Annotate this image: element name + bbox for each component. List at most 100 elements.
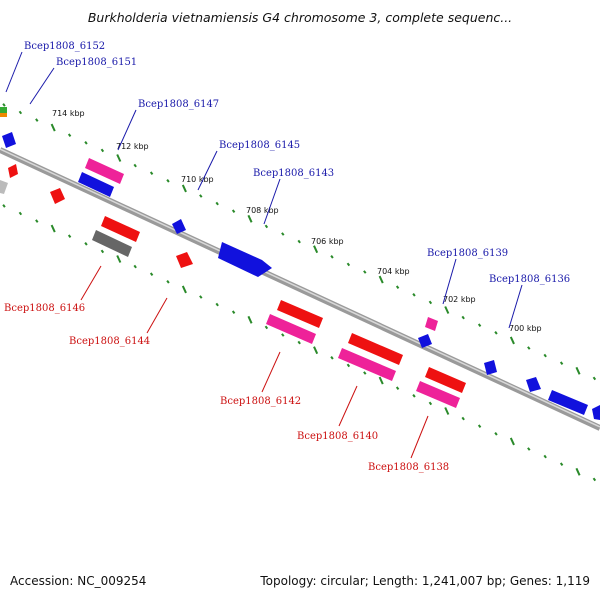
gene-block[interactable]	[78, 172, 114, 197]
gene-arrow[interactable]	[176, 252, 193, 268]
outer-track-tick	[50, 123, 56, 132]
inner-track-tick	[2, 204, 6, 208]
gene-block[interactable]	[0, 180, 8, 194]
gene-label-forward[interactable]: Bcep1808_6145	[219, 140, 300, 151]
outer-track-tick	[297, 239, 301, 244]
gene-label-forward[interactable]: Bcep1808_6151	[56, 57, 137, 68]
inner-track-tick	[199, 295, 203, 299]
inner-track-tick	[592, 477, 597, 482]
gene-block[interactable]	[218, 242, 272, 277]
inner-track-tick	[428, 401, 433, 406]
gene-label-reverse[interactable]: Bcep1808_6144	[69, 336, 150, 347]
chromosome-backbone-highlight	[0, 148, 600, 428]
gene-arrow[interactable]	[484, 360, 497, 375]
gene-block[interactable]	[85, 158, 124, 184]
outer-track-tick	[199, 194, 203, 198]
outer-track-tick	[378, 275, 384, 284]
gene-arrow[interactable]	[172, 219, 186, 234]
inner-track-tick	[18, 211, 23, 216]
gene-block[interactable]	[266, 314, 316, 344]
gene-block[interactable]	[425, 367, 466, 393]
gene-label-forward[interactable]: Bcep1808_6147	[138, 99, 219, 110]
gene-block[interactable]	[338, 348, 396, 381]
gene-label-reverse[interactable]: Bcep1808_6142	[220, 396, 301, 407]
inner-track-tick	[166, 280, 170, 284]
outer-track-tick	[313, 245, 319, 254]
gene-block[interactable]	[348, 333, 403, 365]
gene-arrow[interactable]	[526, 377, 541, 392]
gene-label-forward[interactable]: Bcep1808_6136	[489, 274, 570, 285]
tick-label: 700 kbp	[509, 324, 542, 333]
outer-track-tick	[461, 315, 465, 320]
outer-track-tick	[444, 306, 450, 314]
outer-track-tick	[149, 171, 154, 175]
inner-track-tick	[575, 467, 581, 476]
tick-label: 714 kbp	[52, 109, 85, 118]
outer-track-tick	[231, 209, 236, 213]
gene-arrow[interactable]	[50, 188, 65, 204]
gene-arrow[interactable]	[8, 164, 18, 178]
inner-track-tick	[67, 234, 72, 238]
inner-track-tick	[346, 363, 351, 368]
gene-arrow[interactable]	[592, 405, 600, 420]
label-leader-line	[146, 297, 168, 334]
forward-strand-genes	[0, 107, 600, 420]
tick-label: 712 kbp	[116, 142, 149, 151]
outer-track-tick	[559, 361, 564, 365]
inner-track-tick	[461, 416, 465, 421]
outer-track-tick	[543, 353, 547, 358]
outer-track-tick	[412, 293, 416, 297]
inner-track-tick	[50, 224, 56, 233]
gene-fragment[interactable]	[0, 113, 7, 117]
inner-track-tick	[84, 242, 88, 246]
label-leader-line	[197, 150, 218, 191]
inner-track-tick	[363, 371, 367, 375]
outer-track-tick	[494, 331, 498, 335]
outer-track-tick	[84, 141, 88, 145]
gene-label-forward[interactable]: Bcep1808_6143	[253, 168, 334, 179]
inner-track-tick	[543, 454, 547, 459]
map-title: Burkholderia vietnamiensis G4 chromosome…	[87, 10, 513, 25]
inner-track-tick	[494, 432, 498, 436]
inner-track-tick	[330, 356, 334, 360]
gene-label-reverse[interactable]: Bcep1808_6140	[297, 431, 378, 442]
inner-track-tick	[395, 386, 400, 390]
gene-block[interactable]	[101, 216, 140, 242]
outer-track-tick	[363, 270, 367, 274]
outer-track-tick	[477, 323, 482, 327]
gene-block[interactable]	[277, 300, 323, 328]
outer-track-tick	[133, 163, 137, 168]
label-leader-line	[410, 415, 429, 459]
gene-block[interactable]	[416, 381, 460, 408]
outer-track-tick	[100, 148, 105, 153]
tick-label: 706 kbp	[311, 237, 344, 246]
outer-track-tick	[18, 110, 23, 115]
reverse-gene-labels: Bcep1808_6146 Bcep1808_6144 Bcep1808_614…	[4, 265, 449, 473]
label-leader-line	[29, 67, 55, 105]
tick-label: 702 kbp	[443, 295, 476, 304]
gene-block[interactable]	[548, 390, 588, 415]
gene-fragment[interactable]	[0, 107, 7, 113]
tick-label-group: 714 kbp 712 kbp 710 kbp 708 kbp 706 kbp …	[52, 109, 542, 333]
inner-track-tick	[247, 315, 253, 324]
outer-track-tick	[346, 262, 351, 267]
inner-track-tick	[215, 302, 219, 307]
inner-track-tick	[281, 333, 285, 337]
label-leader-line	[508, 284, 523, 329]
gene-label-reverse[interactable]: Bcep1808_6146	[4, 303, 85, 314]
tick-label: 704 kbp	[377, 267, 410, 276]
gene-label-forward[interactable]: Bcep1808_6139	[427, 248, 508, 259]
gene-label-reverse[interactable]: Bcep1808_6138	[368, 462, 449, 473]
inner-track-tick	[133, 264, 137, 269]
outer-tick-track	[2, 103, 597, 381]
outer-track-tick	[592, 376, 597, 381]
gene-arrow[interactable]	[418, 334, 432, 348]
gene-label-forward[interactable]: Bcep1808_6152	[24, 41, 105, 52]
outer-track-tick	[509, 336, 515, 345]
gene-block[interactable]	[425, 317, 438, 331]
label-leader-line	[263, 178, 281, 225]
gene-arrow[interactable]	[2, 132, 16, 148]
outer-track-tick	[330, 255, 334, 259]
gene-block[interactable]	[92, 230, 132, 257]
